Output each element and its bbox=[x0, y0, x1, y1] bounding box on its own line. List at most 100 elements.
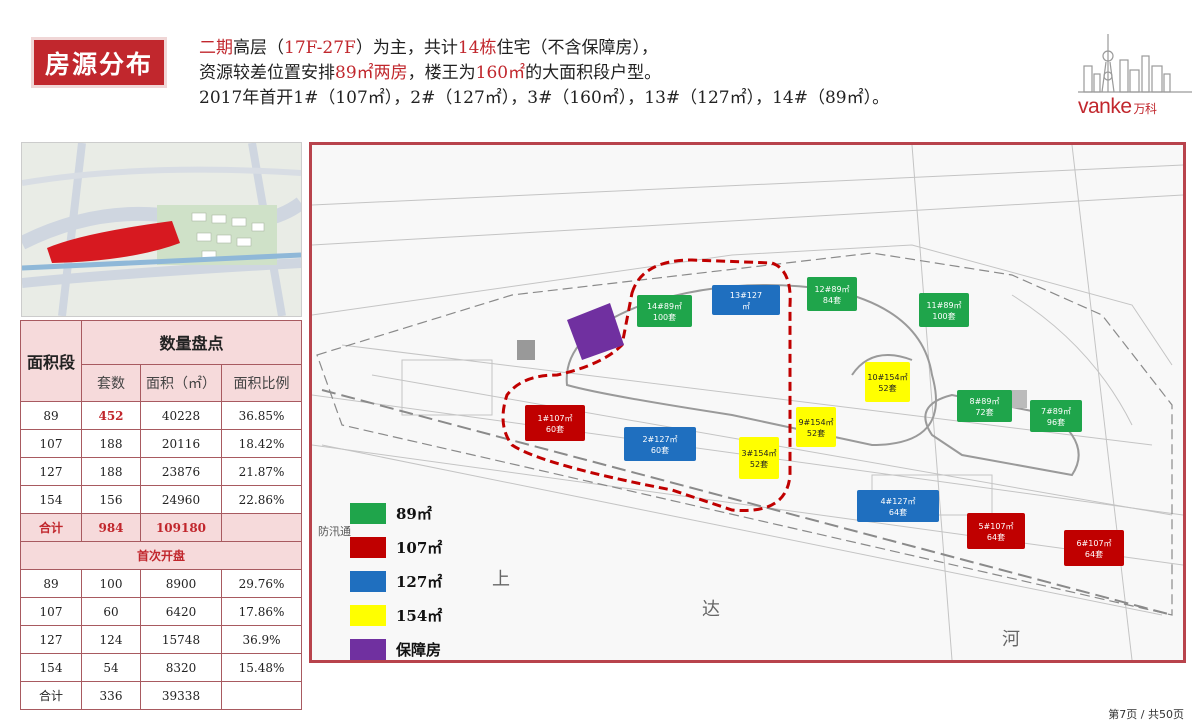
building-label: 3#154㎡ bbox=[741, 449, 776, 458]
building-label: 52套 bbox=[807, 428, 825, 438]
building-label: 5#107㎡ bbox=[978, 522, 1013, 531]
building-shape bbox=[807, 277, 857, 311]
building-label: 100套 bbox=[932, 311, 955, 321]
legend-label: 154㎡ bbox=[396, 606, 443, 625]
flood-channel-label: 防汛通 bbox=[318, 524, 351, 538]
first-opening-cell-s: 100 bbox=[81, 569, 141, 598]
first-total-ratio bbox=[221, 681, 302, 710]
first-opening-cell-ar: 6420 bbox=[140, 597, 222, 626]
first-opening-title: 首次开盘 bbox=[20, 541, 302, 570]
intro-segment: 17F-27F bbox=[284, 38, 356, 58]
building-label: 64套 bbox=[1085, 549, 1103, 559]
building-label: 2#127㎡ bbox=[642, 435, 677, 444]
building-label: 9#154㎡ bbox=[798, 418, 833, 427]
stats-cell-ar: 23876 bbox=[140, 457, 222, 486]
building-shape bbox=[957, 390, 1012, 422]
legend-swatch bbox=[350, 502, 386, 524]
building-shape bbox=[967, 513, 1025, 549]
first-opening-cell-r: 17.86% bbox=[221, 597, 302, 626]
total-sets: 984 bbox=[81, 513, 141, 542]
building-shape bbox=[624, 427, 696, 461]
intro-segment: 二期 bbox=[199, 38, 233, 58]
first-opening-cell-s: 54 bbox=[81, 653, 141, 682]
building-label: 14#89㎡ bbox=[647, 302, 682, 311]
legend-item: 127㎡ bbox=[350, 564, 442, 598]
stats-cell-s: 452 bbox=[81, 401, 141, 430]
building-label: 84套 bbox=[823, 295, 841, 305]
first-opening-cell-r: 29.76% bbox=[221, 569, 302, 598]
stats-cell-a: 127 bbox=[20, 457, 82, 486]
first-total-label: 合计 bbox=[20, 681, 82, 710]
first-opening-cell-a: 89 bbox=[20, 569, 82, 598]
building-shape bbox=[796, 407, 836, 447]
stats-cell-ar: 24960 bbox=[140, 485, 222, 514]
vanke-skyline-logo bbox=[1078, 34, 1192, 93]
header-area: 面积（㎡） bbox=[140, 363, 222, 403]
intro-segment: 高层（ bbox=[233, 38, 284, 58]
building-label: 64套 bbox=[987, 532, 1005, 542]
intro-line-3: 2017年首开1#（107㎡），2#（127㎡），3#（160㎡），13#（12… bbox=[199, 86, 889, 111]
building-label: 4#127㎡ bbox=[880, 497, 915, 506]
building-label: 96套 bbox=[1047, 417, 1065, 427]
stats-cell-r: 21.87% bbox=[221, 457, 302, 486]
first-opening-cell-a: 107 bbox=[20, 597, 82, 626]
building-label: 6#107㎡ bbox=[1076, 539, 1111, 548]
stats-cell-a: 107 bbox=[20, 429, 82, 458]
intro-segment: 住宅（不含保障房）， bbox=[496, 38, 658, 58]
header-area-range: 面积段 bbox=[20, 320, 82, 402]
page-number: 第7页 / 共50页 bbox=[1108, 708, 1184, 721]
legend-item: 89㎡ bbox=[350, 496, 442, 530]
intro-segment: 14栋 bbox=[457, 38, 497, 58]
intro-line-1: 二期高层（17F-27F）为主，共计14栋住宅（不含保障房）， bbox=[199, 36, 889, 61]
first-phase-highlight bbox=[501, 258, 792, 513]
building-shape bbox=[865, 362, 910, 402]
building-label: 1#107㎡ bbox=[537, 414, 572, 423]
building-label: 64套 bbox=[889, 507, 907, 517]
road-label-da: 达 bbox=[702, 599, 720, 620]
stats-cell-a: 154 bbox=[20, 485, 82, 514]
stats-cell-r: 22.86% bbox=[221, 485, 302, 514]
intro-text: 二期高层（17F-27F）为主，共计14栋住宅（不含保障房）， 资源较差位置安排… bbox=[199, 36, 889, 111]
intro-segment: 2017年首开1#（107㎡），2#（127㎡），3#（160㎡），13#（12… bbox=[199, 88, 890, 108]
building-label: ㎡ bbox=[742, 302, 750, 311]
building-label: 52套 bbox=[750, 459, 768, 469]
building-shape bbox=[637, 295, 692, 327]
road-label-he: 河 bbox=[1002, 629, 1020, 650]
first-opening-cell-ar: 8900 bbox=[140, 569, 222, 598]
header-count-title: 数量盘点 bbox=[81, 320, 302, 365]
header-ratio: 面积比例 bbox=[221, 363, 302, 403]
legend-item: 107㎡ bbox=[350, 530, 442, 564]
section-title-text: 房源分布 bbox=[44, 49, 153, 79]
building-shape bbox=[1030, 400, 1082, 432]
building-shape bbox=[919, 293, 969, 327]
intro-segment: 89㎡两房 bbox=[335, 63, 408, 83]
legend-swatch bbox=[350, 570, 386, 592]
building-label: 11#89㎡ bbox=[926, 301, 961, 310]
legend-label: 保障房 bbox=[396, 640, 442, 659]
stats-cell-ar: 20116 bbox=[140, 429, 222, 458]
total-label: 合计 bbox=[20, 513, 82, 542]
building-label: 12#89㎡ bbox=[814, 285, 849, 294]
intro-segment: ）为主，共计 bbox=[355, 38, 458, 58]
first-opening-cell-ar: 15748 bbox=[140, 625, 222, 654]
building-b13: 13#127㎡ bbox=[712, 285, 780, 315]
building-label: 60套 bbox=[651, 445, 669, 455]
legend-swatch bbox=[350, 536, 386, 558]
